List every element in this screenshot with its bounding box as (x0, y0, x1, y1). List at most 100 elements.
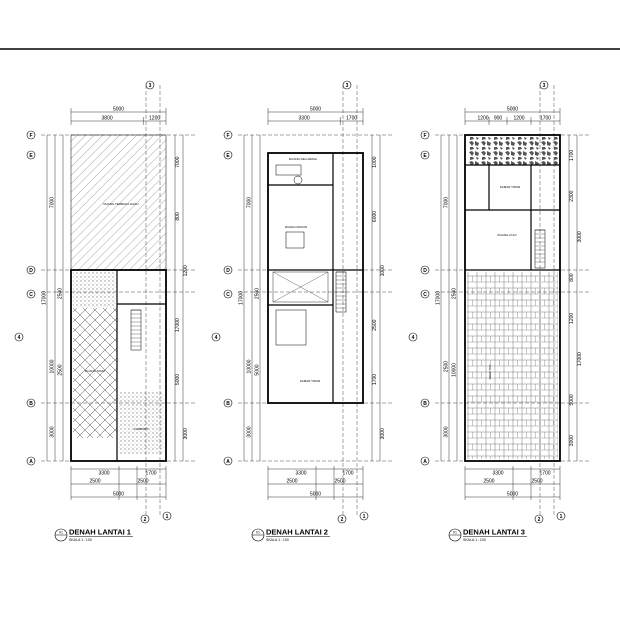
grid-bubble-f-label: F (226, 133, 229, 139)
dim-bottom-total: 5000 (310, 492, 321, 498)
grid-bubble-a (223, 456, 233, 466)
grid-bubble-4-label: 4 (18, 335, 21, 341)
grid-bubble-f-label: F (423, 133, 426, 139)
dim-left-e: 17000 (42, 291, 48, 305)
grid-bubble-d (26, 265, 36, 275)
dim-top-b: 1700 (346, 116, 357, 122)
dim-right-0: 1700 (569, 150, 575, 161)
dim-right-0: 1000 (372, 156, 378, 167)
plan-scale: SKALA 1 : 100 (463, 538, 486, 542)
dim-left-b: 2500 (452, 288, 458, 299)
dim-right-3: 2500 (372, 319, 378, 330)
room-label-rooftop: ROOFTOP (488, 365, 492, 380)
title-detail-number: 01 (453, 531, 457, 535)
dim-left-e: 17000 (239, 291, 245, 305)
dim-left-d: 10000 (452, 363, 458, 377)
grid-bubble-4 (408, 332, 418, 342)
grid-bubble-e-label: E (423, 153, 427, 159)
grid-bubble-e-label: E (29, 153, 33, 159)
dim-left-a: 7000 (444, 197, 450, 208)
dim-left-c: 10000 (247, 359, 253, 373)
grid-bubble-2 (337, 514, 347, 524)
title-detail-number: 01 (59, 531, 63, 535)
dim-bottom-d: 2500 (137, 479, 148, 485)
grid-bubble-4-label: 4 (215, 335, 218, 341)
grid-bubble-a-label: A (29, 459, 33, 465)
dim-right-3: 800 (569, 273, 575, 282)
dim-right-4: 1700 (372, 374, 378, 385)
dim-right-2: 3000 (577, 231, 583, 242)
dim-left-f: 3000 (444, 426, 450, 437)
grid-bubble-f (223, 130, 233, 140)
dim-bottom-b: 1700 (145, 471, 156, 477)
grid-bubble-c (26, 289, 36, 299)
void (272, 271, 329, 303)
grid-bubble-1 (162, 511, 172, 521)
grid-bubble-a-label: A (423, 459, 427, 465)
grid-bubble-1 (556, 511, 566, 521)
grid-bubble-b-label: B (226, 401, 230, 407)
grid-bubble-e-label: E (226, 153, 230, 159)
grid-bubble-f (420, 130, 430, 140)
dim-top-a: 1200 (477, 116, 488, 122)
grid-bubble-b-label: B (423, 401, 427, 407)
grid-bubble-3-label: 3 (543, 83, 546, 89)
dim-left-c: 10000 (50, 359, 56, 373)
grid-bubble-4 (14, 332, 24, 342)
dim-right-5: 17000 (577, 352, 583, 366)
dim-bottom-total: 5000 (113, 492, 124, 498)
dim-bottom-c: 2500 (89, 479, 100, 485)
bed (275, 309, 307, 346)
grid-bubble-a (420, 456, 430, 466)
grid-bubble-a-label: A (226, 459, 230, 465)
grid-bubble-b-label: B (29, 401, 33, 407)
grid-bubble-a (26, 456, 36, 466)
room-label-carport: CARPORT (134, 427, 149, 431)
dim-bottom-d: 2500 (531, 479, 542, 485)
dim-left-f: 3000 (247, 426, 253, 437)
grid-bubble-4-label: 4 (412, 335, 415, 341)
dining-table (285, 231, 305, 249)
dim-left-d: 5000 (255, 364, 261, 375)
grid-bubble-2 (140, 514, 150, 524)
grid-bubble-d (420, 265, 430, 275)
plan-scale: SKALA 1 : 100 (266, 538, 289, 542)
grid-bubble-1-label: 1 (166, 514, 169, 520)
dim-right-2: 1000 (380, 265, 386, 276)
grid-bubble-c (420, 289, 430, 299)
stone-roof (467, 137, 558, 165)
dim-left-a: 7000 (247, 197, 253, 208)
dim-top-d: 1700 (540, 116, 551, 122)
dim-right-5: 3000 (380, 428, 386, 439)
grid-bubble-b (223, 398, 233, 408)
building-outline (464, 134, 561, 462)
grid-bubble-c (223, 289, 233, 299)
dim-right-1: 2300 (569, 190, 575, 201)
room-label-dining: RUANG MAKAN (285, 225, 307, 229)
dim-right-4: 1200 (569, 313, 575, 324)
dim-top-total: 5000 (310, 107, 321, 113)
living-floor (73, 308, 117, 438)
grid-bubble-c-label: C (423, 292, 427, 298)
grid-bubble-2 (534, 514, 544, 524)
dim-top-b: 900 (494, 116, 503, 122)
grid-bubble-f (26, 130, 36, 140)
grid-bubble-1 (359, 511, 369, 521)
grid-bubble-f-label: F (29, 133, 32, 139)
dim-bottom-c: 2500 (483, 479, 494, 485)
dim-right-5: 3000 (183, 428, 189, 439)
grid-bubble-2-label: 2 (538, 517, 541, 523)
dim-bottom-c: 2500 (286, 479, 297, 485)
dim-bottom-b: 1700 (539, 471, 550, 477)
room-label-bedroom: KAMAR TIDUR (500, 185, 521, 189)
grid-bubble-e (420, 150, 430, 160)
dim-bottom-total: 5000 (507, 492, 518, 498)
terrace-floor (73, 272, 117, 308)
dim-left-b: 2500 (255, 288, 261, 299)
room-label-laundry: RUANG CUCI (497, 233, 516, 237)
grid-bubble-c-label: C (29, 292, 33, 298)
